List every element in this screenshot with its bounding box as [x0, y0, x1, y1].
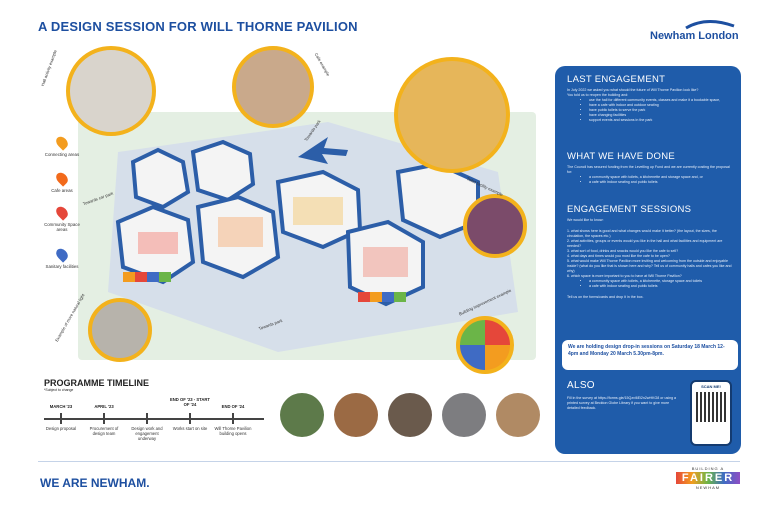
- legend-label: Cafe areas: [51, 188, 73, 193]
- badge-bottom: NEWHAM: [695, 485, 721, 490]
- timeline-tick: [103, 413, 105, 424]
- list-item: a cafe with indoor seating and public to…: [589, 180, 732, 185]
- question: 2. what activities, groups or events wou…: [567, 239, 723, 248]
- list-item: have public toilets to serve the park: [589, 108, 732, 113]
- timeline-date: END OF '23 - START OF '24: [169, 397, 210, 407]
- photo-exterior-1: [280, 393, 324, 437]
- dropin-banner: We are holding design drop-in sessions o…: [562, 340, 738, 370]
- last-engagement-text: In July 2022 we asked you what should th…: [567, 88, 732, 123]
- footer-slogan: WE ARE NEWHAM.: [40, 476, 150, 490]
- legend-connecting: Connecting areas: [44, 134, 80, 157]
- footer-divider: [38, 461, 740, 462]
- last-engagement-title: LAST ENGAGEMENT: [567, 74, 666, 85]
- legend-label: Community Space areas: [44, 222, 80, 232]
- site-plan: [78, 112, 536, 360]
- sessions-outro: Tell us on the forms/cards and drop it i…: [567, 295, 644, 299]
- question: 5. what would make Will Thorne Pavilion …: [567, 259, 732, 273]
- timeline-label: Procurement of design team: [89, 426, 119, 436]
- pin-icon: [53, 246, 71, 263]
- list-item: have changing facilities: [589, 113, 732, 118]
- badge-main: FAIRER: [676, 472, 740, 484]
- timeline-tick: [189, 413, 191, 424]
- question: 1. what shows here is good and what chan…: [567, 229, 717, 238]
- list-item: a community space with toilets, a kitche…: [589, 279, 732, 284]
- timeline-label: Will Thorne Pavilion building opens: [214, 426, 252, 436]
- done-text: The Council has secured funding from the…: [567, 165, 732, 185]
- last-engagement-list: use the hall for different community eve…: [567, 98, 732, 123]
- legend-sanitary: Sanitary facilities: [44, 246, 80, 269]
- list-item: a community space with toilets, a kitche…: [589, 175, 732, 180]
- timeline-label: Works start on site: [172, 426, 208, 431]
- timeline-date: MARCH '23: [49, 404, 73, 409]
- timeline-line: [44, 418, 264, 420]
- sessions-list: a community space with toilets, a kitche…: [567, 279, 732, 289]
- landscape-example-circle: [394, 57, 510, 173]
- hall-example-label: Hall activity example: [40, 49, 58, 87]
- pin-icon: [53, 134, 71, 151]
- photo-interior-3: [496, 393, 540, 437]
- timeline-title: PROGRAMME TIMELINE: [44, 378, 149, 388]
- question: 3. what sort of food, drinks and snacks …: [567, 249, 679, 253]
- legend-cafe: Cafe areas: [44, 170, 80, 193]
- timeline-date: APRIL '23: [94, 404, 114, 409]
- photo-interior-1: [388, 393, 432, 437]
- list-item: a cafe with indoor seating and public to…: [589, 284, 732, 289]
- list-item: support events and sessions in the park: [589, 118, 732, 123]
- timeline-label: Design proposal: [45, 426, 77, 431]
- badge-top: BUILDING A: [691, 466, 725, 471]
- done-intro: The Council has secured funding from the…: [567, 165, 730, 174]
- done-title: WHAT WE HAVE DONE: [567, 151, 676, 162]
- sessions-text: We would like to know: 1. what shows her…: [567, 218, 732, 300]
- sessions-title: ENGAGEMENT SESSIONS: [567, 204, 692, 215]
- floor-plan-illustration: [108, 122, 518, 352]
- timeline-tick: [60, 413, 62, 424]
- photo-exterior-2: [334, 393, 378, 437]
- brand-name: Newham London: [650, 30, 739, 42]
- question: 4. what days and times would you most li…: [567, 254, 670, 258]
- timeline-subtitle: *Subject to change: [44, 388, 74, 392]
- cafe-example-label: Cafe example: [313, 52, 331, 77]
- pin-icon: [53, 170, 71, 187]
- qr-code-icon[interactable]: [696, 392, 726, 422]
- legend-community: Community Space areas: [44, 204, 80, 232]
- page-title: A DESIGN SESSION FOR WILL THORNE PAVILIO…: [38, 19, 358, 34]
- list-item: have a cafe with indoor and outdoor seat…: [589, 103, 732, 108]
- cafe-example-circle: [232, 46, 314, 128]
- also-text: Fill in the survey at https://forms.gle/…: [567, 396, 677, 410]
- timeline-tick: [146, 413, 148, 424]
- question: 6. which space is more important to you …: [567, 274, 682, 278]
- last-engagement-intro: In July 2022 we asked you what should th…: [567, 88, 699, 92]
- last-engagement-told: You told us to reopen the building and:: [567, 93, 629, 97]
- natural-light-example-circle: [88, 298, 152, 362]
- newham-swoosh-icon: [685, 20, 735, 30]
- sessions-intro: We would like to know:: [567, 218, 604, 222]
- newham-logo: [646, 18, 736, 44]
- pin-icon: [53, 204, 71, 221]
- info-panel: LAST ENGAGEMENT In July 2022 we asked yo…: [555, 66, 741, 454]
- also-title: ALSO: [567, 380, 595, 391]
- list-item: use the hall for different community eve…: [589, 98, 732, 103]
- building-improvement-circle: [456, 316, 514, 374]
- legend-label: Connecting areas: [44, 152, 80, 157]
- photo-interior-2: [442, 393, 486, 437]
- timeline-label: Design work and engagement underway: [131, 426, 163, 441]
- timeline-tick: [232, 413, 234, 424]
- legend-label: Sanitary facilities: [45, 264, 79, 269]
- hall-example-circle: [66, 46, 156, 136]
- done-list: a community space with toilets, a kitche…: [567, 175, 732, 185]
- toilet-example-circle: [463, 194, 527, 258]
- fairer-badge: BUILDING A FAIRER NEWHAM: [676, 466, 740, 498]
- scan-label: SCAN ME!: [701, 384, 721, 389]
- timeline-date: END OF '24: [221, 404, 245, 409]
